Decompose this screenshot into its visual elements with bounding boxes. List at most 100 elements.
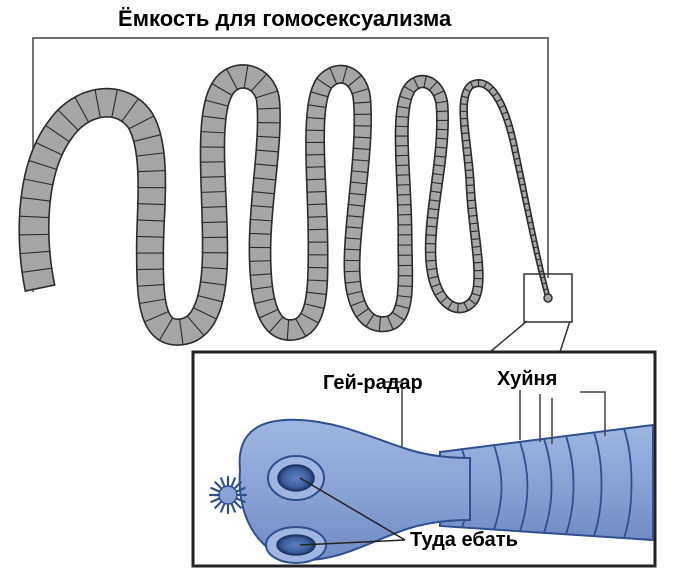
segment-line xyxy=(201,266,228,270)
segment-line xyxy=(350,181,367,185)
segment-line xyxy=(426,267,437,271)
segment-line xyxy=(137,169,166,173)
segment-line xyxy=(398,285,413,287)
segment-line xyxy=(425,234,437,236)
segment-line xyxy=(310,91,329,98)
segment-line xyxy=(201,190,226,193)
segment-line xyxy=(433,164,445,167)
segment-line xyxy=(463,146,471,149)
segment-line xyxy=(509,137,516,141)
segment-line xyxy=(158,317,174,341)
diagram-title: Ёмкость для гомосексуализма xyxy=(118,6,452,31)
segment-line xyxy=(350,300,365,307)
segment-line xyxy=(205,99,229,107)
segment-line xyxy=(347,74,362,87)
segment-line xyxy=(471,292,481,297)
segment-line xyxy=(202,115,226,120)
segment-line xyxy=(536,258,541,261)
segment-line xyxy=(522,196,528,199)
zoom-source-box xyxy=(523,273,573,323)
segment-line xyxy=(403,85,415,94)
segment-line xyxy=(397,105,410,109)
leader-line-gay-radar xyxy=(382,381,403,448)
segment-line xyxy=(506,124,513,128)
segment-line xyxy=(518,177,524,180)
segment-line xyxy=(351,88,369,95)
segment-line xyxy=(197,295,223,303)
segment-line xyxy=(428,275,439,280)
segment-line xyxy=(534,252,540,255)
segment-line xyxy=(542,282,547,285)
proglottid-divider xyxy=(593,432,603,537)
leader-line-tuda-ebat xyxy=(299,477,406,546)
segment-line xyxy=(286,319,290,341)
segment-line xyxy=(250,273,272,276)
segment-line xyxy=(365,313,375,327)
segment-line xyxy=(255,163,278,167)
segment-line xyxy=(515,164,522,167)
segment-line xyxy=(306,166,325,168)
scolex-closeup xyxy=(208,381,654,564)
segment-line xyxy=(461,95,469,99)
segment-line xyxy=(537,264,543,267)
segment-line xyxy=(397,295,412,298)
segment-line xyxy=(144,311,169,323)
segment-line xyxy=(137,283,164,287)
segment-line xyxy=(516,170,523,173)
segment-line xyxy=(399,95,412,101)
segment-line xyxy=(514,157,520,160)
segment-line xyxy=(35,142,63,156)
segment-line xyxy=(20,250,50,255)
segment-line xyxy=(457,303,459,313)
segment-line xyxy=(200,175,226,178)
segment-line xyxy=(432,173,444,176)
segment-line xyxy=(512,151,519,154)
segment-line xyxy=(329,67,338,85)
segment-line xyxy=(397,193,411,196)
segment-line xyxy=(430,190,442,194)
proglottid-divider xyxy=(493,444,503,530)
segment-line xyxy=(462,139,470,142)
segment-line xyxy=(200,131,225,134)
segment-line xyxy=(504,118,511,121)
segment-line xyxy=(473,261,483,264)
segment-line xyxy=(431,181,443,185)
proglottid-divider xyxy=(623,428,633,539)
segment-line xyxy=(137,219,165,222)
segment-line xyxy=(521,190,527,193)
segment-line xyxy=(471,238,480,241)
segment-line xyxy=(256,149,279,153)
segment-line xyxy=(193,307,217,320)
segment-line xyxy=(307,190,326,193)
segment-line xyxy=(435,100,448,104)
segment-line xyxy=(316,77,332,89)
rostellum-hooks-icon xyxy=(208,475,248,515)
segment-line xyxy=(473,285,483,288)
segment-line xyxy=(344,248,361,251)
segment-line xyxy=(251,285,273,290)
segment-line xyxy=(396,184,410,186)
segment-line xyxy=(447,300,454,310)
segment-line xyxy=(470,230,479,233)
segment-line xyxy=(495,98,502,103)
segment-line xyxy=(249,232,272,235)
label-huinya: Хуйня xyxy=(497,368,558,390)
segment-line xyxy=(94,89,101,118)
segment-line xyxy=(243,65,249,89)
segment-line xyxy=(523,202,529,205)
segment-line xyxy=(463,302,469,311)
segment-line xyxy=(300,312,319,324)
segment-line xyxy=(378,316,382,332)
segment-line xyxy=(19,233,49,236)
segment-line xyxy=(349,192,366,196)
proglottid-divider xyxy=(565,435,575,535)
segment-line xyxy=(259,308,279,319)
segment-line xyxy=(128,115,154,130)
proglottid-segments xyxy=(439,423,654,542)
segment-line xyxy=(465,169,473,172)
proglottid-divider xyxy=(543,438,553,534)
segment-line xyxy=(347,290,363,296)
segment-line xyxy=(525,209,531,212)
